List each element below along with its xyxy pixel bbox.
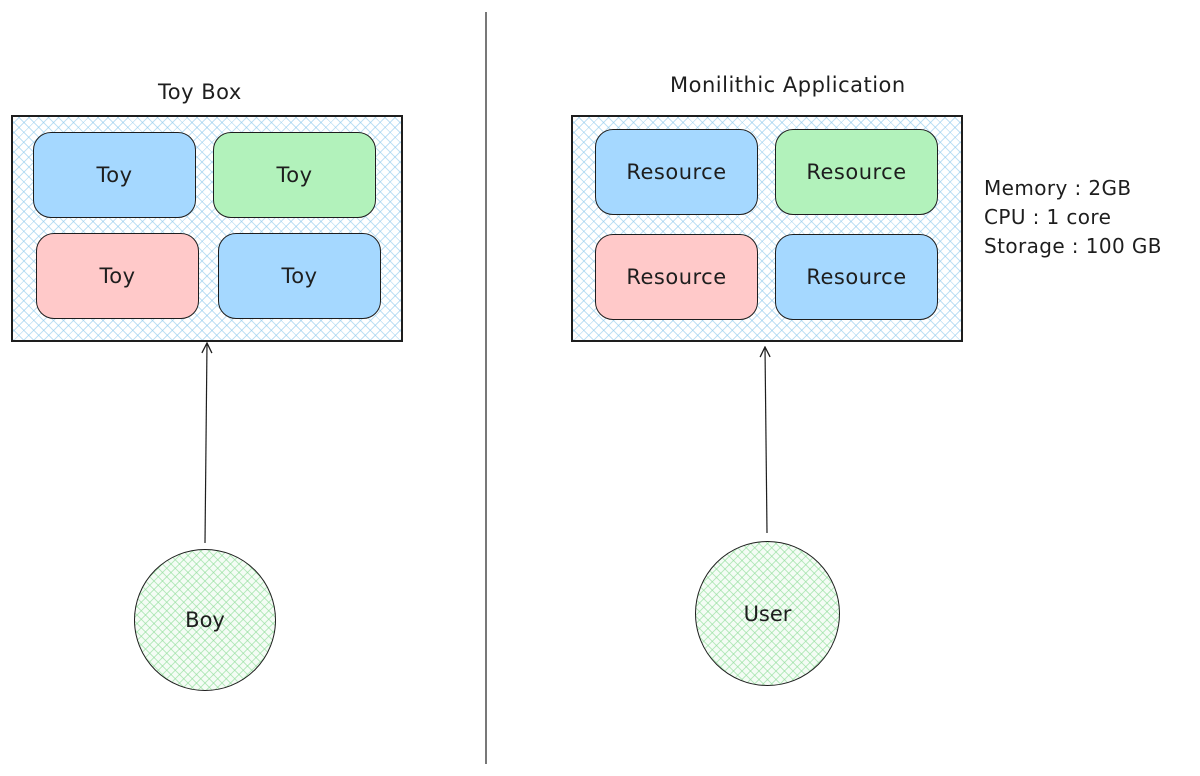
toy-tile: Toy [36,233,199,319]
user-to-app-arrow [765,347,767,534]
spec-cpu: CPU : 1 core [984,205,1112,229]
app-title: Monilithic Application [670,73,906,97]
boy-node: Boy [134,549,276,691]
app-container: Resource Resource Resource Resource [571,115,963,342]
spec-memory: Memory : 2GB [984,176,1132,200]
resource-tile: Resource [595,129,758,215]
toy-tile: Toy [218,233,381,319]
toy-tile: Toy [213,132,376,218]
resource-tile: Resource [775,234,938,320]
toybox-title: Toy Box [158,80,242,104]
toybox-container: Toy Toy Toy Toy [11,115,403,342]
user-node: User [695,541,840,686]
resource-tile: Resource [775,129,938,215]
resource-specs: Memory : 2GB CPU : 1 core Storage : 100 … [984,174,1162,261]
toy-tile: Toy [33,132,196,218]
resource-tile: Resource [595,234,758,320]
boy-to-toybox-arrow [205,343,207,544]
spec-storage: Storage : 100 GB [984,234,1162,258]
